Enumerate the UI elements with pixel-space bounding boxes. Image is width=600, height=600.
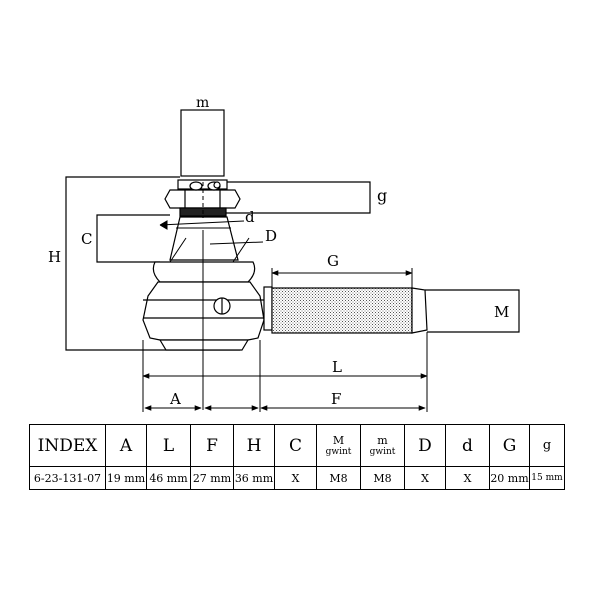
label-G: G (327, 252, 339, 270)
dimension-F (204, 340, 426, 412)
label-D: D (265, 227, 277, 245)
header-L: L (146, 424, 191, 467)
leader-D (169, 237, 264, 263)
cell-L: 46 mm (146, 466, 191, 490)
dimension-C (96, 214, 170, 263)
dimension-H (65, 176, 240, 351)
header-D: D (404, 424, 446, 467)
cell-g: 15 mm (529, 466, 565, 490)
cell-m: M8 (360, 466, 405, 490)
header-M-sub: gwint (325, 446, 352, 457)
cell-H: 36 mm (233, 466, 275, 490)
header-C: C (274, 424, 317, 467)
label-A: A (169, 390, 181, 408)
table-header-row: INDEX A L F H C M gwint m gwint D d G g (29, 424, 565, 467)
leader-d (159, 220, 245, 230)
header-g: g (529, 424, 565, 467)
spec-table: INDEX A L F H C M gwint m gwint D d G g … (29, 424, 565, 490)
technical-drawing: m g d C D H G M L A F (48, 95, 520, 412)
header-d: d (445, 424, 490, 467)
header-M: M gwint (316, 424, 361, 467)
cell-G: 20 mm (489, 466, 530, 490)
header-m-label: m (377, 433, 388, 447)
cell-F: 27 mm (190, 466, 234, 490)
shank (263, 286, 428, 334)
header-m-sub: gwint (369, 446, 396, 457)
label-g: g (377, 186, 387, 205)
header-F: F (190, 424, 234, 467)
label-C: C (81, 230, 92, 248)
label-H: H (48, 248, 61, 266)
dimension-G (271, 268, 413, 288)
dimension-M (425, 289, 520, 333)
stud-m (180, 109, 225, 177)
label-M: M (494, 303, 509, 321)
neck (169, 216, 239, 261)
label-L: L (332, 358, 342, 376)
header-index: INDEX (29, 424, 106, 467)
label-F: F (331, 390, 341, 408)
header-A: A (105, 424, 147, 467)
dimension-L (142, 332, 428, 412)
header-m: m gwint (360, 424, 405, 467)
header-M-label: M (332, 433, 345, 447)
dimension-g (183, 181, 371, 214)
label-m: m (196, 95, 209, 111)
cell-index: 6-23-131-07 (29, 466, 106, 490)
cell-D: X (404, 466, 446, 490)
cell-C: X (274, 466, 317, 490)
table-row: 6-23-131-07 19 mm 46 mm 27 mm 36 mm X M8… (29, 466, 565, 490)
cell-M: M8 (316, 466, 361, 490)
cell-d: X (445, 466, 490, 490)
header-H: H (233, 424, 275, 467)
cell-A: 19 mm (105, 466, 147, 490)
header-G: G (489, 424, 530, 467)
label-d: d (245, 208, 255, 226)
